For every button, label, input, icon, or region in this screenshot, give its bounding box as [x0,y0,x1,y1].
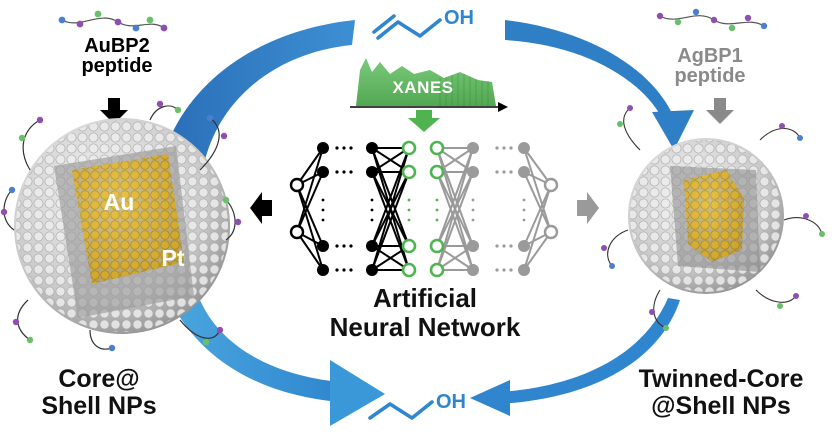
nn-nodes-input-green [401,140,445,278]
neural-network [250,140,599,278]
nn-node [518,264,530,276]
nn-node [317,166,329,178]
peptide-beads-right [601,105,825,331]
nn-node [467,166,479,178]
nn-node [429,164,445,180]
nn-nodes-right [467,142,559,276]
output-arrow-right [577,192,599,224]
nn-node [366,264,378,276]
twinned-label-line2: @Shell NPs [651,392,791,420]
right-peptide-arrow [706,98,734,124]
nn-node [429,238,445,254]
nn-node [401,164,417,180]
core-shell-label-line2: Shell NPs [41,392,157,420]
arc-top-left [165,20,355,160]
nn-node [401,262,417,278]
xanes-label: XANES [392,78,454,97]
agbp1-label-line1: AgBP1 [677,45,743,67]
xanes-spectrum [350,58,508,132]
nn-node [317,142,329,154]
reactant-oh-label: OH [444,7,474,29]
au-core-shade [72,154,184,284]
propanol-molecule [368,400,434,420]
arc-bottom-left [170,300,340,402]
twinned-core-shell-nanoparticle [601,8,825,331]
nn-ellipsis-dots [321,146,526,272]
nn-node [518,166,530,178]
core-shell-label-line1: Core@ [58,365,140,393]
ann-label-line1: Artificial [372,283,478,313]
nn-node [467,142,479,154]
nn-node [366,240,378,252]
aubp2-label-line1: AuBP2 [84,35,150,57]
nn-node [518,142,530,154]
xanes-axis-head [498,102,508,112]
nn-node [467,264,479,276]
pt-shell-label: Pt [161,245,185,271]
allyl-alcohol-molecule [372,14,442,40]
xanes-curve [350,58,496,106]
nn-node [366,142,378,154]
arc-bottom-right [500,298,680,404]
nn-node [543,177,559,193]
nn-node [467,240,479,252]
arc-bottom-right-head [470,380,510,416]
twinned-core-shell-label: Twinned-Core @Shell NPs [606,366,836,420]
twinned-au-core-shade [684,170,744,262]
nn-node [317,264,329,276]
nn-node [401,238,417,254]
nn-node [317,240,329,252]
aubp2-peptide-chain [58,10,168,32]
arc-bottom-left-head [330,360,385,426]
nn-node [429,262,445,278]
nn-node [429,140,445,156]
xanes-hatching [439,73,489,106]
nn-node [401,140,417,156]
agbp1-peptide-label: AgBP1 peptide [655,46,765,86]
agbp1-peptide-chain [656,8,768,32]
neural-network-label: Artificial Neural Network [300,283,550,343]
ann-label-line2: Neural Network [329,312,521,343]
left-peptide-arrow [100,98,128,124]
au-core-label: Au [103,189,135,215]
core-shell-nanoparticle [0,10,242,352]
nn-node [289,177,305,193]
core-shell-label: Core@ Shell NPs [14,366,184,420]
output-arrow-left [250,192,272,224]
nn-edges [296,147,552,271]
product-oh-label: OH [436,391,466,413]
peptide-beads-left [0,100,242,352]
agbp1-label-line2: peptide [674,65,746,87]
nn-node [289,224,305,240]
aubp2-label-line2: peptide [81,55,153,77]
arc-top-right [505,20,675,124]
xanes-input-arrow [408,110,440,132]
twinned-label-line1: Twinned-Core [638,365,804,393]
aubp2-peptide-label: AuBP2 peptide [62,36,172,76]
nn-nodes-left [289,142,378,276]
arc-top-right-head [652,110,694,150]
nn-node [366,166,378,178]
nn-node [543,224,559,240]
nn-node [518,240,530,252]
catalytic-cycle-arrows [165,20,694,426]
